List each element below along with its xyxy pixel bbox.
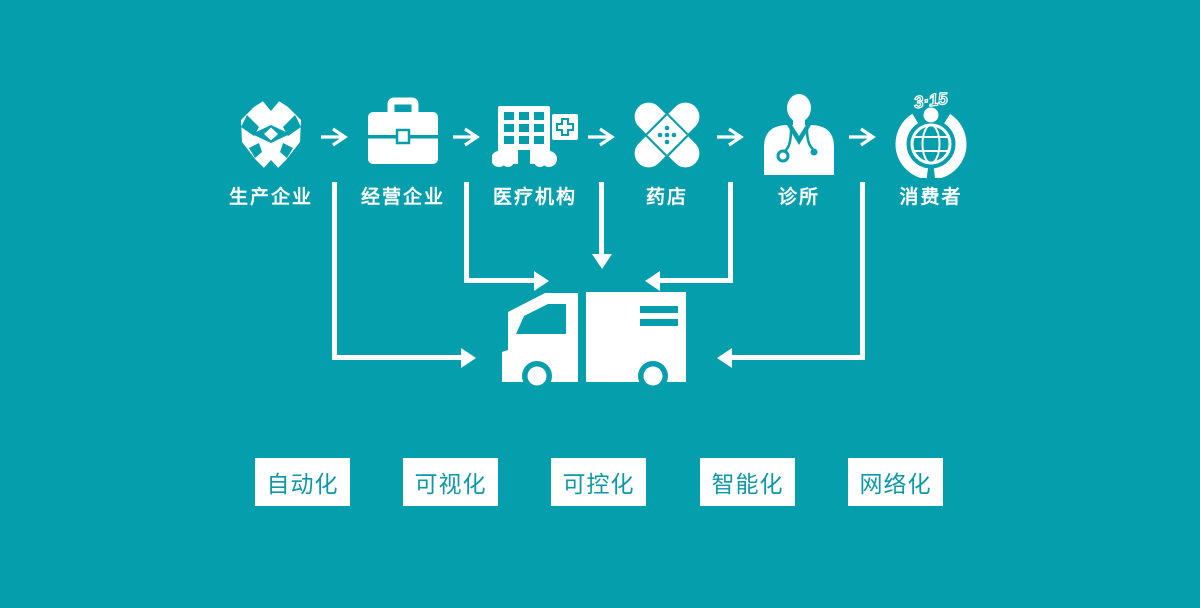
connector-arrowhead-left bbox=[717, 347, 732, 368]
feature-label: 网络化 bbox=[859, 471, 932, 497]
node-label: 药店 bbox=[645, 187, 688, 208]
connector-line bbox=[660, 278, 730, 283]
feature-box-intelligence: 智能化 bbox=[700, 458, 795, 506]
node-medical-institution: 医疗机构 bbox=[470, 92, 600, 209]
feature-box-automation: 自动化 bbox=[255, 458, 350, 506]
feature-label: 智能化 bbox=[711, 471, 784, 497]
flow-right-arrow-icon bbox=[453, 127, 480, 147]
crossed-bandages-icon bbox=[634, 102, 700, 168]
connector-line bbox=[727, 182, 733, 283]
flow-right-arrow-icon bbox=[717, 127, 744, 147]
node-label: 生产企业 bbox=[228, 187, 313, 208]
connector-arrowhead-down bbox=[591, 254, 612, 269]
feature-box-visualization: 可视化 bbox=[403, 458, 498, 506]
feature-label: 可视化 bbox=[414, 471, 487, 497]
doctor-icon bbox=[764, 94, 834, 175]
consumer-315-globe-icon: 3·15 bbox=[895, 92, 967, 178]
feature-label: 自动化 bbox=[266, 471, 339, 497]
connector-line bbox=[331, 182, 337, 360]
connector-line bbox=[732, 355, 862, 360]
node-label: 经营企业 bbox=[360, 187, 445, 208]
connector-line bbox=[334, 355, 461, 360]
delivery-truck-icon bbox=[502, 292, 686, 391]
node-manufacturer: 生产企业 bbox=[206, 92, 336, 209]
consumer-315-text: 3·15 bbox=[913, 92, 950, 112]
connector-line bbox=[599, 182, 604, 254]
briefcase-icon bbox=[368, 97, 438, 164]
feature-box-networking: 网络化 bbox=[848, 458, 943, 506]
connector-arrowhead-left bbox=[645, 270, 660, 291]
feature-box-controllability: 可控化 bbox=[551, 458, 646, 506]
connector-line bbox=[463, 182, 469, 283]
feature-label: 可控化 bbox=[562, 471, 635, 497]
node-pharmacy: 药店 bbox=[602, 92, 732, 209]
node-distributor: 经营企业 bbox=[338, 92, 468, 209]
node-label: 消费者 bbox=[899, 187, 963, 208]
connector-arrowhead-right bbox=[534, 270, 549, 291]
flow-right-arrow-icon bbox=[321, 127, 348, 147]
flow-right-arrow-icon bbox=[588, 127, 615, 147]
node-clinic: 诊所 bbox=[734, 92, 864, 209]
factory-emblem-icon bbox=[241, 92, 301, 178]
hospital-icon bbox=[492, 106, 578, 167]
flow-right-arrow-icon bbox=[849, 127, 876, 147]
connector-arrowhead-right bbox=[461, 347, 476, 368]
node-label: 医疗机构 bbox=[492, 187, 577, 208]
node-label: 诊所 bbox=[777, 187, 820, 208]
connector-line bbox=[859, 182, 865, 360]
connector-line bbox=[466, 278, 534, 283]
node-consumer: 3·15 消费者 bbox=[866, 92, 996, 209]
